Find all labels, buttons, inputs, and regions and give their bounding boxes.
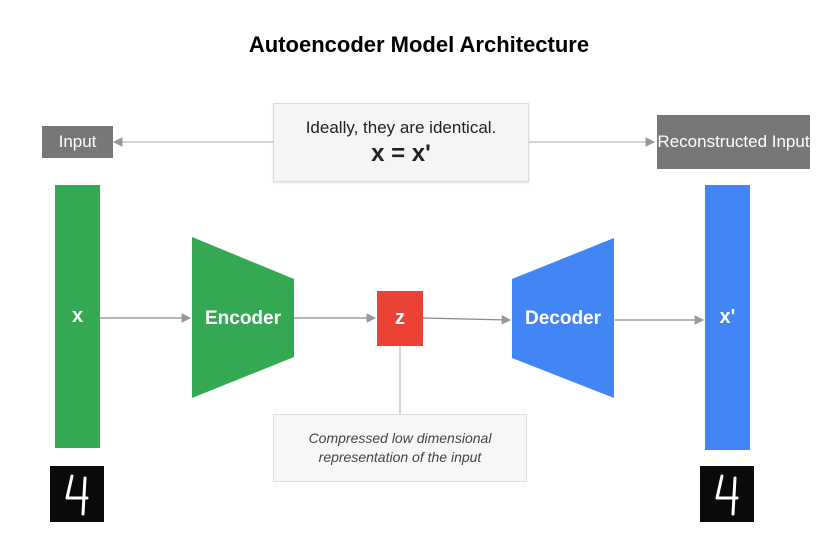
callout-equation: x = x' [371, 139, 431, 167]
input-label: Input [42, 126, 113, 158]
decoder-trapezoid [512, 238, 614, 398]
decoder-label: Decoder [525, 308, 602, 329]
output-vector-label: x' [719, 306, 736, 328]
input-vector-label: x [71, 305, 84, 327]
output-vector-bar: x' [705, 185, 750, 450]
input-digit-icon [50, 466, 104, 522]
reconstructed-input-label: Reconstructed Input [657, 115, 810, 169]
encoder-trapezoid [192, 237, 294, 398]
diagram-title: Autoencoder Model Architecture [248, 32, 590, 57]
identity-callout: Ideally, they are identical. x = x' [273, 103, 529, 182]
arrow-z-to-decoder [422, 315, 512, 325]
latent-note: Compressed low dimensional representatio… [273, 414, 527, 482]
input-vector-bar: x [55, 185, 100, 448]
encoder-label: Encoder [205, 308, 282, 329]
callout-caption: Ideally, they are identical. [305, 117, 497, 137]
output-digit-icon [700, 466, 754, 522]
latent-z-label: z [395, 307, 405, 329]
latent-z-box: z [377, 291, 423, 346]
